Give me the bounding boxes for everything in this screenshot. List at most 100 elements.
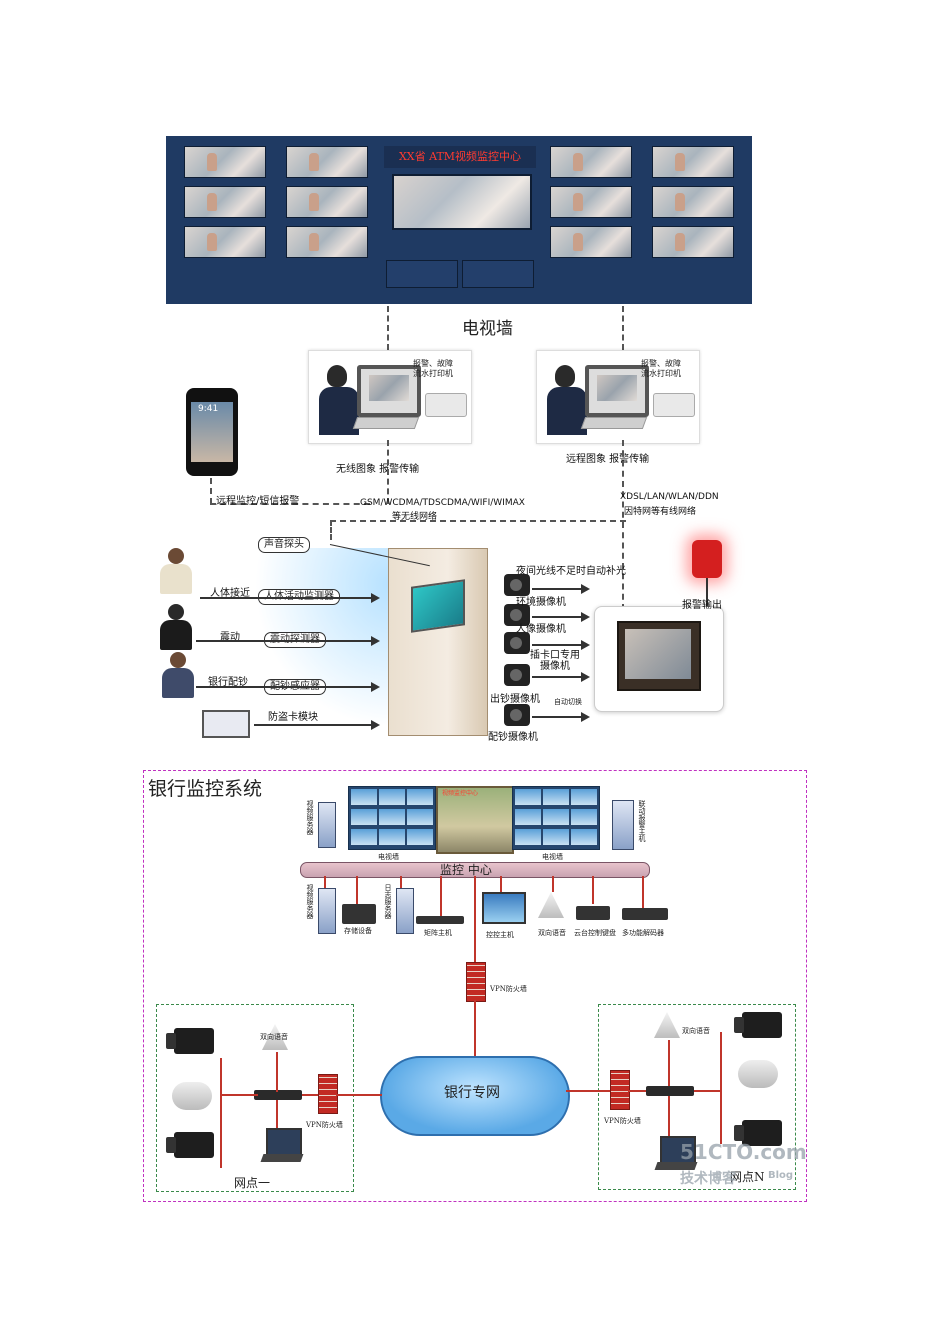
keyboard — [352, 417, 420, 429]
person-icon — [156, 604, 196, 650]
printer — [425, 393, 467, 417]
monitor-screen — [286, 186, 368, 218]
link-line — [400, 876, 402, 888]
camera-icon — [504, 704, 530, 726]
person-icon — [158, 652, 198, 698]
mobile-phone: 9:41 — [186, 388, 238, 476]
link-line — [474, 1000, 476, 1058]
linkage-alarm-host-icon — [612, 800, 634, 850]
link-line — [642, 876, 644, 908]
system-title: 银行监控系统 — [148, 778, 263, 800]
atm-machine — [388, 548, 488, 736]
link-line — [474, 876, 476, 962]
control-host-label: 控控主机 — [486, 931, 514, 939]
wired-network-2: 因特网等有线网络 — [624, 507, 697, 517]
link-line — [324, 876, 326, 888]
cam-env-label: 环境摄像机 — [516, 597, 566, 608]
monitor-screen — [550, 226, 632, 258]
bank-net-label: 银行专网 — [444, 1085, 500, 1101]
link-line — [356, 876, 358, 906]
camera-icon — [504, 574, 530, 596]
watermark: 51CTO.com — [680, 1140, 807, 1164]
ptz-keyboard-icon — [576, 906, 610, 920]
multi-decoder-label: 多功能解码器 — [622, 929, 664, 937]
storage-label: 存储设备 — [344, 927, 372, 935]
right-station-caption: 远程图象 报警传输 — [566, 454, 650, 465]
monitor-center-label: 监控 中心 — [440, 863, 492, 877]
control-host-icon — [482, 892, 526, 924]
camera-icon — [504, 632, 530, 654]
wireless-network: GSM/WCDMA/TDSCDMA/WIFI/WIMAX — [360, 498, 525, 508]
camera-icon — [734, 1120, 782, 1146]
tv-wall-right-label: 电视墙 — [542, 853, 563, 861]
night-light-label: 夜间光线不足时自动补光 — [516, 566, 626, 577]
operator-figure — [317, 365, 359, 435]
arrow — [196, 682, 380, 692]
person-icon — [156, 548, 196, 594]
auto-switch-label: 自动切换 — [554, 698, 582, 706]
log-server-label: 日志服务器 — [384, 884, 392, 919]
video-server-top-label: 视频服务器 — [306, 800, 314, 835]
monitor-screen — [184, 186, 266, 218]
link-line — [330, 520, 626, 522]
link-line — [302, 1094, 318, 1096]
video-wall-left — [348, 786, 436, 850]
laptop-icon — [260, 1128, 304, 1164]
site-one-audio-label: 双向语音 — [260, 1033, 288, 1041]
video-server-label: 视频服务器 — [306, 884, 314, 919]
station-monitor — [357, 365, 421, 417]
link-line — [387, 440, 389, 504]
site-n-fw-label: VPN防火墙 — [604, 1117, 641, 1125]
link-line — [622, 440, 624, 610]
wall-title: XX省 ATM视频监控中心 — [384, 146, 536, 168]
sound-probe-label: 声音探头 — [258, 537, 310, 553]
decoder-icon — [622, 908, 668, 920]
arrow — [200, 593, 380, 603]
cam-face-label: 人像摄像机 — [516, 624, 566, 635]
wireless-network-2: 等无线网络 — [392, 512, 438, 522]
vibration-label: 震动 — [220, 632, 240, 643]
wired-network: XDSL/LAN/WLAN/DDN — [620, 492, 719, 502]
site-one-fw-label: VPN防火墙 — [306, 1121, 343, 1129]
card-module-icon — [202, 710, 250, 738]
link-line — [566, 1090, 610, 1092]
tv-wall-label: 电视墙 — [462, 319, 513, 339]
monitor-screen — [184, 146, 266, 178]
site-one-label: 网点一 — [234, 1176, 271, 1190]
arrow — [254, 720, 380, 730]
watermark-text: 技术博客 — [680, 1171, 736, 1187]
switch-icon — [254, 1090, 302, 1100]
station-monitor — [585, 365, 649, 417]
human-approach-label: 人体接近 — [210, 588, 250, 599]
link-line — [276, 1052, 278, 1092]
monitor-screen — [550, 186, 632, 218]
firewall-icon — [466, 962, 486, 1002]
cam-cashload-label: 配钞摄像机 — [488, 732, 538, 743]
center-screen-label: 视频监控中心 — [442, 790, 479, 797]
link-line — [276, 1100, 278, 1128]
video-wall-right — [512, 786, 600, 850]
monitor-screen — [652, 186, 734, 218]
printer-note: 报警、故障 流水打印机 — [641, 359, 681, 378]
printer — [653, 393, 695, 417]
operator-station-right: 报警、故障 流水打印机 — [536, 350, 700, 444]
link-line — [628, 1090, 646, 1092]
dvr-host — [594, 606, 724, 712]
link-line — [694, 1090, 722, 1092]
alarm-out-label: 报警输出 — [682, 600, 722, 611]
link-line — [222, 1094, 258, 1096]
link-line — [387, 306, 389, 350]
phone-time: 9:41 — [198, 404, 219, 414]
atm-screen — [411, 579, 465, 633]
camera-icon — [504, 604, 530, 626]
two-way-audio-label: 双向语音 — [538, 929, 566, 937]
link-line — [668, 1096, 670, 1136]
log-server-icon — [396, 888, 414, 934]
arrow — [532, 584, 590, 594]
dome-camera-icon — [172, 1082, 212, 1110]
arrow — [532, 712, 590, 722]
watermark-blog: Blog — [768, 1170, 794, 1181]
camera-icon — [504, 664, 530, 686]
operator-station-left: 报警、故障 流水打印机 — [308, 350, 472, 444]
monitor-screen — [652, 226, 734, 258]
